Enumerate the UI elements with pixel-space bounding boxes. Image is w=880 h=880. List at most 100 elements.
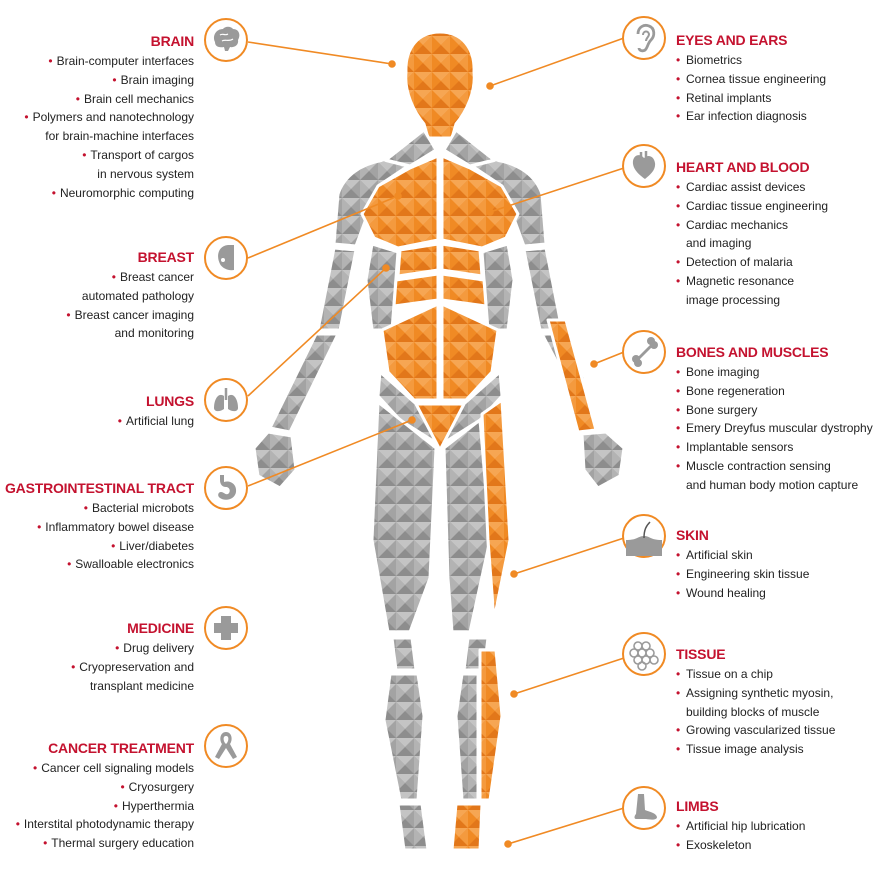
list-item: •Bone regeneration <box>676 382 873 401</box>
foot-right <box>450 802 484 852</box>
item-text: Tissue image analysis <box>686 742 804 757</box>
list-item: •Artificial lung <box>118 412 194 431</box>
section-title: TISSUE <box>676 646 726 662</box>
item-text-continued: building blocks of muscle <box>686 704 820 719</box>
bullet-icon: • <box>676 109 681 124</box>
item-text: Artificial hip lubrication <box>686 819 806 833</box>
item-text: Transport of cargos <box>90 147 194 162</box>
item-text: Thermal surgery education <box>51 836 194 851</box>
abs-row-1-right <box>440 242 484 278</box>
honeycomb-cells-icon <box>622 632 666 676</box>
item-text: Emery Dreyfus muscular dystrophy <box>686 421 873 436</box>
hand-right <box>580 430 626 490</box>
breast-icon <box>204 236 248 280</box>
list-item: •Cryosurgery <box>16 778 194 797</box>
list-item: • Ear infection diagnosis <box>676 107 826 126</box>
list-item: •Detection of malaria <box>676 253 828 272</box>
item-text: Implantable sensors <box>686 440 794 455</box>
list-item: •Tissue image analysis <box>676 740 835 759</box>
list-item: •Liver/diabetes <box>5 537 194 556</box>
bullet-icon: • <box>676 837 681 852</box>
bullet-icon: • <box>676 273 681 288</box>
lungs-icon <box>204 378 248 422</box>
bullet-icon: • <box>43 836 48 851</box>
section-title: GASTROINTESTINAL TRACT <box>4 480 194 496</box>
list-item: •Bone imaging <box>676 363 873 382</box>
forearm-right-orange <box>546 318 598 434</box>
list-item: •Cornea tissue engineering <box>676 70 826 89</box>
list-item: •Cancer cell signaling models <box>16 759 194 778</box>
item-text: Biometrics <box>686 53 743 67</box>
item-text: Growing vascularized tissue <box>686 723 836 738</box>
bullet-icon: • <box>117 414 122 428</box>
bullet-icon: • <box>83 501 88 515</box>
section-skin: SKIN •Artificial skin•Engineering skin t… <box>676 527 809 602</box>
list-item: •Exoskeleton <box>676 836 805 855</box>
neck-right <box>442 128 496 168</box>
bullet-icon: • <box>676 819 681 833</box>
item-text: Neuromorphic computing <box>59 185 194 200</box>
section-cancer-treatment: CANCER TREATMENT •Cancer cell signaling … <box>16 740 194 853</box>
list-item: • Implantable sensors <box>676 438 873 457</box>
item-text: Breast cancer <box>119 270 194 284</box>
foot-icon <box>622 786 666 830</box>
shin-right-orange <box>478 648 504 802</box>
section-title: CANCER TREATMENT <box>48 740 194 756</box>
item-text-continued: and human body motion capture <box>686 477 859 492</box>
list-item: •Thermal surgery education <box>16 834 194 853</box>
bullet-icon: • <box>676 198 681 213</box>
bullet-icon: • <box>15 817 20 832</box>
bullet-icon: • <box>676 217 681 232</box>
bullet-icon: • <box>676 585 681 600</box>
section-title: HEART AND BLOOD <box>676 159 810 175</box>
item-text: Bacterial microbots <box>91 501 194 515</box>
connector-tissue <box>513 657 625 695</box>
bullet-icon: • <box>82 147 87 162</box>
list-item: •Brain-computer interfaces <box>24 52 194 71</box>
bullet-icon: • <box>113 798 118 813</box>
item-text: Detection of malaria <box>686 255 793 270</box>
item-text: Retinal implants <box>686 90 772 105</box>
item-list: •Artificial lung <box>118 412 194 431</box>
item-text: Cardiac assist devices <box>686 180 806 194</box>
section-title: SKIN <box>676 527 709 543</box>
item-text: Ear infection diagnosis <box>686 109 807 124</box>
section-brain: BRAIN •Brain-computer interfaces•Brain i… <box>24 33 194 202</box>
list-item: •Transport of cargos in nervous system <box>24 146 194 184</box>
thigh-left <box>370 400 438 634</box>
bullet-icon: • <box>676 90 681 105</box>
thigh-right-gray <box>442 418 492 634</box>
item-text-continued: in nervous system <box>97 166 194 181</box>
section-title: LUNGS <box>145 393 194 409</box>
shin-left <box>382 672 426 802</box>
bullet-icon: • <box>676 667 681 681</box>
item-text: Cornea tissue engineering <box>686 71 827 86</box>
bullet-icon: • <box>676 548 681 562</box>
connector-lungs <box>247 267 387 397</box>
list-item: •Bone surgery <box>676 401 873 420</box>
item-list: •Cancer cell signaling models•Cryosurger… <box>16 759 194 853</box>
list-item: •Drug delivery <box>71 639 194 658</box>
bullet-icon: • <box>67 557 72 572</box>
item-text: Assigning synthetic myosin, <box>686 685 834 700</box>
section-limbs: LIMBS •Artificial hip lubrication•Exoske… <box>676 798 805 855</box>
connector-gi <box>247 419 413 487</box>
item-text-continued: transplant medicine <box>89 678 194 693</box>
item-list: •Biometrics•Cornea tissue engineering•Re… <box>676 51 826 126</box>
section-tissue: TISSUE •Tissue on a chip•Assigning synth… <box>676 646 835 759</box>
abs-row-2-left <box>392 272 440 308</box>
section-heart-and-blood: HEART AND BLOOD • Cardiac assist devices •… <box>676 159 828 310</box>
head-region <box>404 30 476 140</box>
list-item: •Assigning synthetic myosin,building blo… <box>676 684 835 722</box>
connector-bones <box>593 351 625 365</box>
stomach-icon <box>204 466 248 510</box>
abs-row-1-left <box>396 242 440 278</box>
list-item: •Emery Dreyfus muscular dystrophy <box>676 419 873 438</box>
item-text: Cancer cell signaling models <box>41 761 194 775</box>
bullet-icon: • <box>676 440 681 455</box>
item-text: Muscle contraction sensing <box>686 458 831 473</box>
bullet-icon: • <box>676 566 681 581</box>
